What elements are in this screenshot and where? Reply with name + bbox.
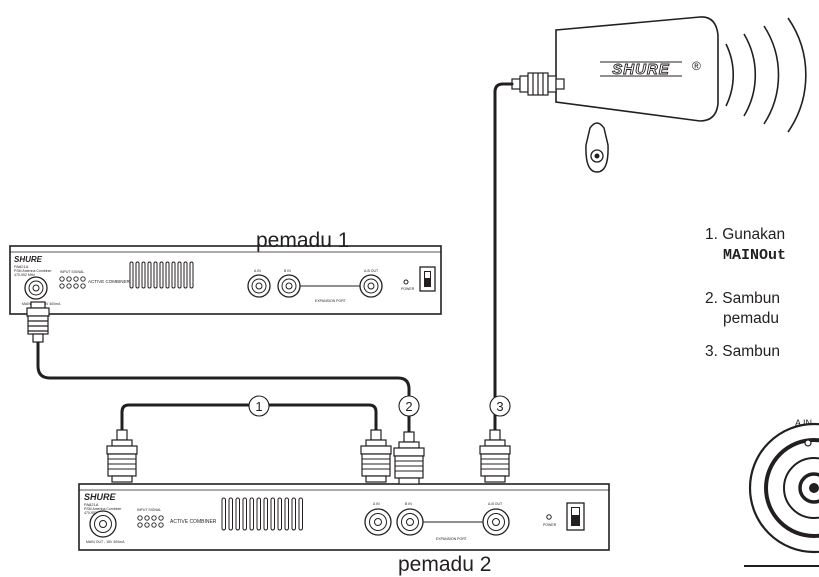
main-out-label: MAIN OUT - 15V 400mA: [86, 540, 125, 544]
step-2-text: 2. Sambun: [705, 290, 780, 307]
device-brand: SHURE: [14, 255, 43, 264]
registered-mark: ®: [692, 59, 701, 73]
bnc-connector-b: [360, 429, 392, 483]
bnc-connector-expansion: [393, 431, 425, 485]
device-model: PA821A: [84, 502, 99, 507]
active-combiner-label: ACTIVE COMBINER: [170, 519, 217, 525]
port-out-label: A-B OUT: [488, 502, 503, 506]
device-model: PA821A: [14, 264, 29, 269]
vent-slots: [221, 497, 303, 531]
port-a-label: A IN: [373, 502, 380, 506]
power-label: POWER: [401, 287, 415, 291]
step-1: 1. Gunakan MAINOut: [705, 225, 786, 266]
step-3-text: 3. Sambun: [705, 343, 780, 360]
antenna-connector: [511, 72, 565, 96]
device-rating: 470-952 MHz: [14, 273, 35, 277]
bnc-connector-a: [106, 429, 138, 483]
port-a-label: A IN: [254, 269, 261, 273]
device-subtitle: PSM Antenna Combiner: [14, 269, 52, 273]
step-2-line2: pemadu: [723, 310, 780, 327]
step-1-text: 1. Gunakan: [705, 226, 786, 243]
device-subtitle: PSM Antenna Combiner: [84, 507, 122, 511]
device-rating: 470-952 MHz: [84, 511, 105, 515]
combiner-1: SHURE PA821A PSM Antenna Combiner 470-95…: [9, 245, 442, 315]
callouts: 1 2 3: [248, 395, 511, 417]
input-signal-label: INPUT SIGNAL: [137, 508, 161, 512]
input-signal-label: INPUT SIGNAL: [60, 270, 84, 274]
power-label: POWER: [543, 523, 557, 527]
port-out-label: A-B OUT: [364, 269, 379, 273]
combiner-1-label: pemadu 1: [256, 229, 350, 252]
vent-slots: [129, 261, 194, 289]
callout-2: 2: [405, 399, 412, 414]
step-2: 2. Sambun pemadu: [705, 289, 780, 329]
combiner-2: SHURE PA821A PSM Antenna Combiner 470-95…: [78, 483, 610, 551]
jack-detail: A IN: [744, 418, 819, 567]
jack-label: A IN: [795, 418, 812, 428]
antenna-brand-logo: SHURE: [612, 61, 670, 78]
expansion-port-label: EXPANSION PORT: [436, 537, 468, 541]
step-3: 3. Sambun: [705, 342, 780, 362]
antenna: SHURE ®: [555, 16, 719, 173]
port-b-label: B IN: [405, 502, 412, 506]
combiner-2-label: pemadu 2: [398, 553, 492, 576]
cable-3: [493, 82, 514, 432]
combiner-1-connector: [26, 301, 50, 343]
step-1-code: MAINOut: [723, 247, 787, 264]
callout-3: 3: [496, 399, 503, 414]
device-brand: SHURE: [84, 492, 117, 502]
radio-waves: [725, 17, 807, 133]
callout-1: 1: [255, 399, 262, 414]
cable-2: [36, 340, 411, 434]
active-combiner-label: ACTIVE COMBINER: [88, 279, 131, 284]
bnc-connector-out: [479, 429, 511, 483]
port-b-label: B IN: [284, 269, 291, 273]
expansion-port-label: EXPANSION PORT: [315, 299, 347, 303]
